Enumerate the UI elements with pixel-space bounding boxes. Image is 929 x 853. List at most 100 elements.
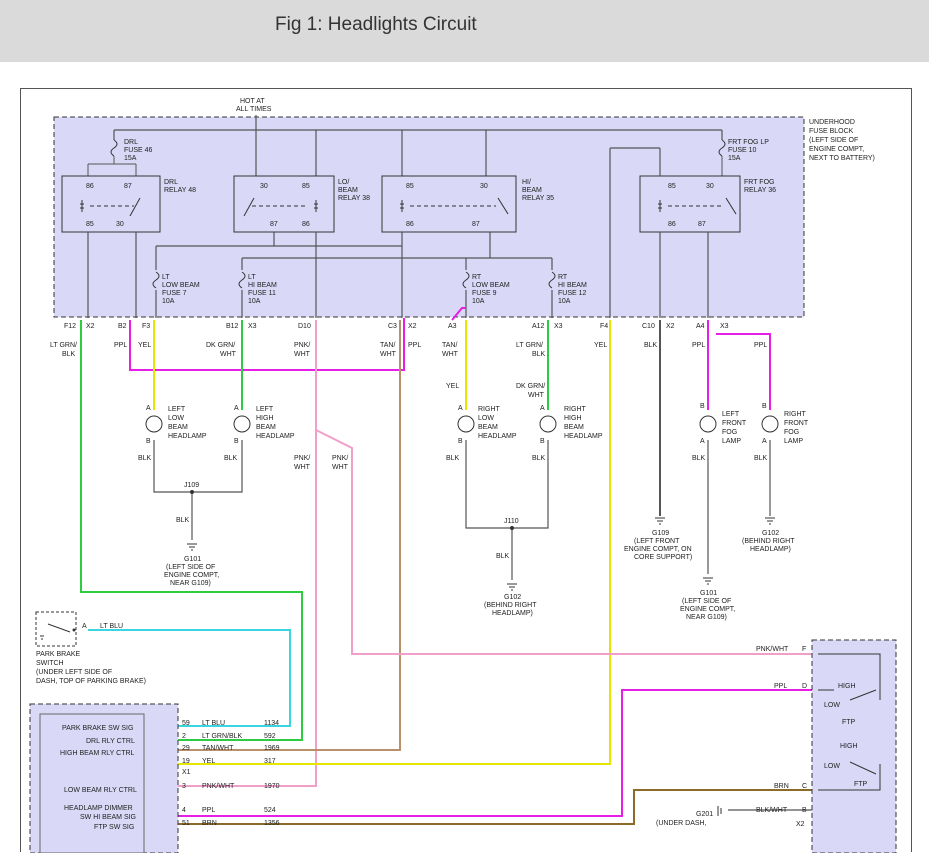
pin-label: X3 <box>248 323 257 330</box>
bcm-signal: HIGH BEAM RLY CTRL <box>60 750 135 757</box>
lamp-label: RIGHT <box>784 411 807 418</box>
ground-label: G101 <box>700 590 717 597</box>
wire-label: PPL <box>754 342 767 349</box>
dimmer-pin: B <box>802 807 807 814</box>
rt-low-fuse-label: 10A <box>472 298 485 305</box>
bcm-rows: PARK BRAKE SW SIG DRL RLY CTRL HIGH BEAM… <box>60 720 280 831</box>
wire-label: DK GRN/ <box>206 342 235 349</box>
park-brake-label: PARK BRAKE <box>36 651 81 658</box>
wire-label: WHT <box>442 351 459 358</box>
wire-label: PNK/ <box>332 455 348 462</box>
wire-pnk-wht-lt <box>178 320 317 787</box>
bcm-circuit: 1356 <box>264 820 280 827</box>
ground-label: ENGINE COMPT, ON <box>624 546 692 553</box>
bcm-pin: 51 <box>182 820 190 827</box>
drl-relay-pin: 87 <box>124 183 132 190</box>
lamp-pin: B <box>700 403 705 410</box>
lamp-pin: B <box>234 438 239 445</box>
splice-j110 <box>510 526 514 530</box>
lamp-pin: B <box>762 403 767 410</box>
park-brake-label: SWITCH <box>36 660 64 667</box>
lt-low-fuse-label: LOW BEAM <box>162 282 200 289</box>
wire-label: BLK <box>692 455 706 462</box>
pin-label: C3 <box>388 323 397 330</box>
pin-label: A3 <box>448 323 457 330</box>
wire-color-labels: LT GRN/ BLK PPL YEL DK GRN/ WHT PNK/ WHT… <box>50 342 768 560</box>
lamp-label: BEAM <box>478 424 498 431</box>
lo-relay-pin: 30 <box>260 183 268 190</box>
ground-label: G102 <box>504 594 521 601</box>
pin-label: X3 <box>554 323 563 330</box>
dimmer-switch <box>811 639 897 853</box>
drl-fuse-symbol <box>110 139 118 157</box>
lamp-label: HIGH <box>564 415 582 422</box>
bcm-circuit: 1969 <box>264 745 280 752</box>
lamp-pin: A <box>146 405 151 412</box>
fuse-block-label-3: (LEFT SIDE OF <box>809 137 858 144</box>
dimmer-pin: F <box>802 646 806 653</box>
wire-label: WHT <box>528 392 545 399</box>
bcm-inner <box>39 713 145 853</box>
dimmer-labels: PNK/WHT F PPL D BRN C BLK/WHT B X2 HIGH … <box>756 646 868 828</box>
hi-relay-label: HI/ <box>522 179 531 186</box>
lamp-label: BEAM <box>256 424 276 431</box>
hot-label-2: ALL TIMES <box>236 106 272 113</box>
lo-relay-pin: 87 <box>270 221 278 228</box>
wire-label: LT GRN/ <box>50 342 77 349</box>
lt-low-lamp-icon <box>145 415 163 433</box>
wire-pnk-wht-dimmer <box>315 429 812 655</box>
lamp-label: BEAM <box>564 424 584 431</box>
lamp-labels: LEFT LOW BEAM HEADLAMP LEFT HIGH BEAM HE… <box>146 403 809 445</box>
rt-fog-lamp-icon <box>761 415 779 433</box>
wires <box>80 307 812 825</box>
bcm-wire-color: YEL <box>202 758 215 765</box>
bcm-pin: 3 <box>182 783 186 790</box>
bcm-circuit: 1134 <box>264 720 279 727</box>
pin-label: B12 <box>226 323 239 330</box>
bcm-pin: 19 <box>182 758 190 765</box>
lamp-label: LEFT <box>168 406 186 413</box>
hi-relay-pin: 86 <box>406 221 414 228</box>
drl-relay-label: DRL <box>164 179 178 186</box>
dimmer-pin: D <box>802 683 807 690</box>
fog-relay-pin: 86 <box>668 221 676 228</box>
ground-labels: G101 (LEFT SIDE OF ENGINE COMPT, NEAR G1… <box>164 530 795 827</box>
wire-label: TAN/ <box>380 342 395 349</box>
pin-label: X2 <box>408 323 417 330</box>
drl-relay-pin: 30 <box>116 221 124 228</box>
pin-label: X2 <box>666 323 675 330</box>
pin-label: F4 <box>600 323 608 330</box>
dimmer-wire: PNK/WHT <box>756 646 789 653</box>
hi-relay-pin: 87 <box>472 221 480 228</box>
park-brake-pin: A <box>82 623 87 630</box>
fog-relay-label: RELAY 36 <box>744 187 776 194</box>
hi-relay-label: RELAY 35 <box>522 195 554 202</box>
lamp-pin: A <box>700 438 705 445</box>
drl-relay-pin: 85 <box>86 221 94 228</box>
dimmer-low: LOW <box>824 763 840 770</box>
dimmer-wire: BLK/WHT <box>756 807 788 814</box>
drl-relay-label: RELAY 48 <box>164 187 196 194</box>
bcm-wire-color: BRN <box>202 820 217 827</box>
diagram-frame <box>20 88 912 852</box>
bcm-circuit: 317 <box>264 758 276 765</box>
lamp-label: BEAM <box>168 424 188 431</box>
lamps <box>145 415 779 433</box>
ground-label: G109 <box>652 530 669 537</box>
ground-label: G201 <box>696 811 713 818</box>
wire-brn <box>178 789 812 825</box>
hi-beam-relay: 85 30 86 87 HI/ BEAM RELAY 35 <box>381 175 554 233</box>
wire-label: BLK <box>176 517 190 524</box>
lamp-label: LEFT <box>256 406 274 413</box>
lo-relay-label: LO/ <box>338 179 349 186</box>
wire-ppl-relay <box>129 318 405 371</box>
rt-hi-fuse-label: HI BEAM <box>558 282 587 289</box>
dimmer-wire: BRN <box>774 783 789 790</box>
lamp-pin: A <box>458 405 463 412</box>
wire-label: PPL <box>114 342 127 349</box>
wire-ppl-rt-fog <box>716 333 771 410</box>
ground-label: HEADLAMP) <box>492 610 533 617</box>
lamp-pin: A <box>234 405 239 412</box>
drl-fuse-label-2: FUSE 46 <box>124 147 153 154</box>
pin-label: D10 <box>298 323 311 330</box>
